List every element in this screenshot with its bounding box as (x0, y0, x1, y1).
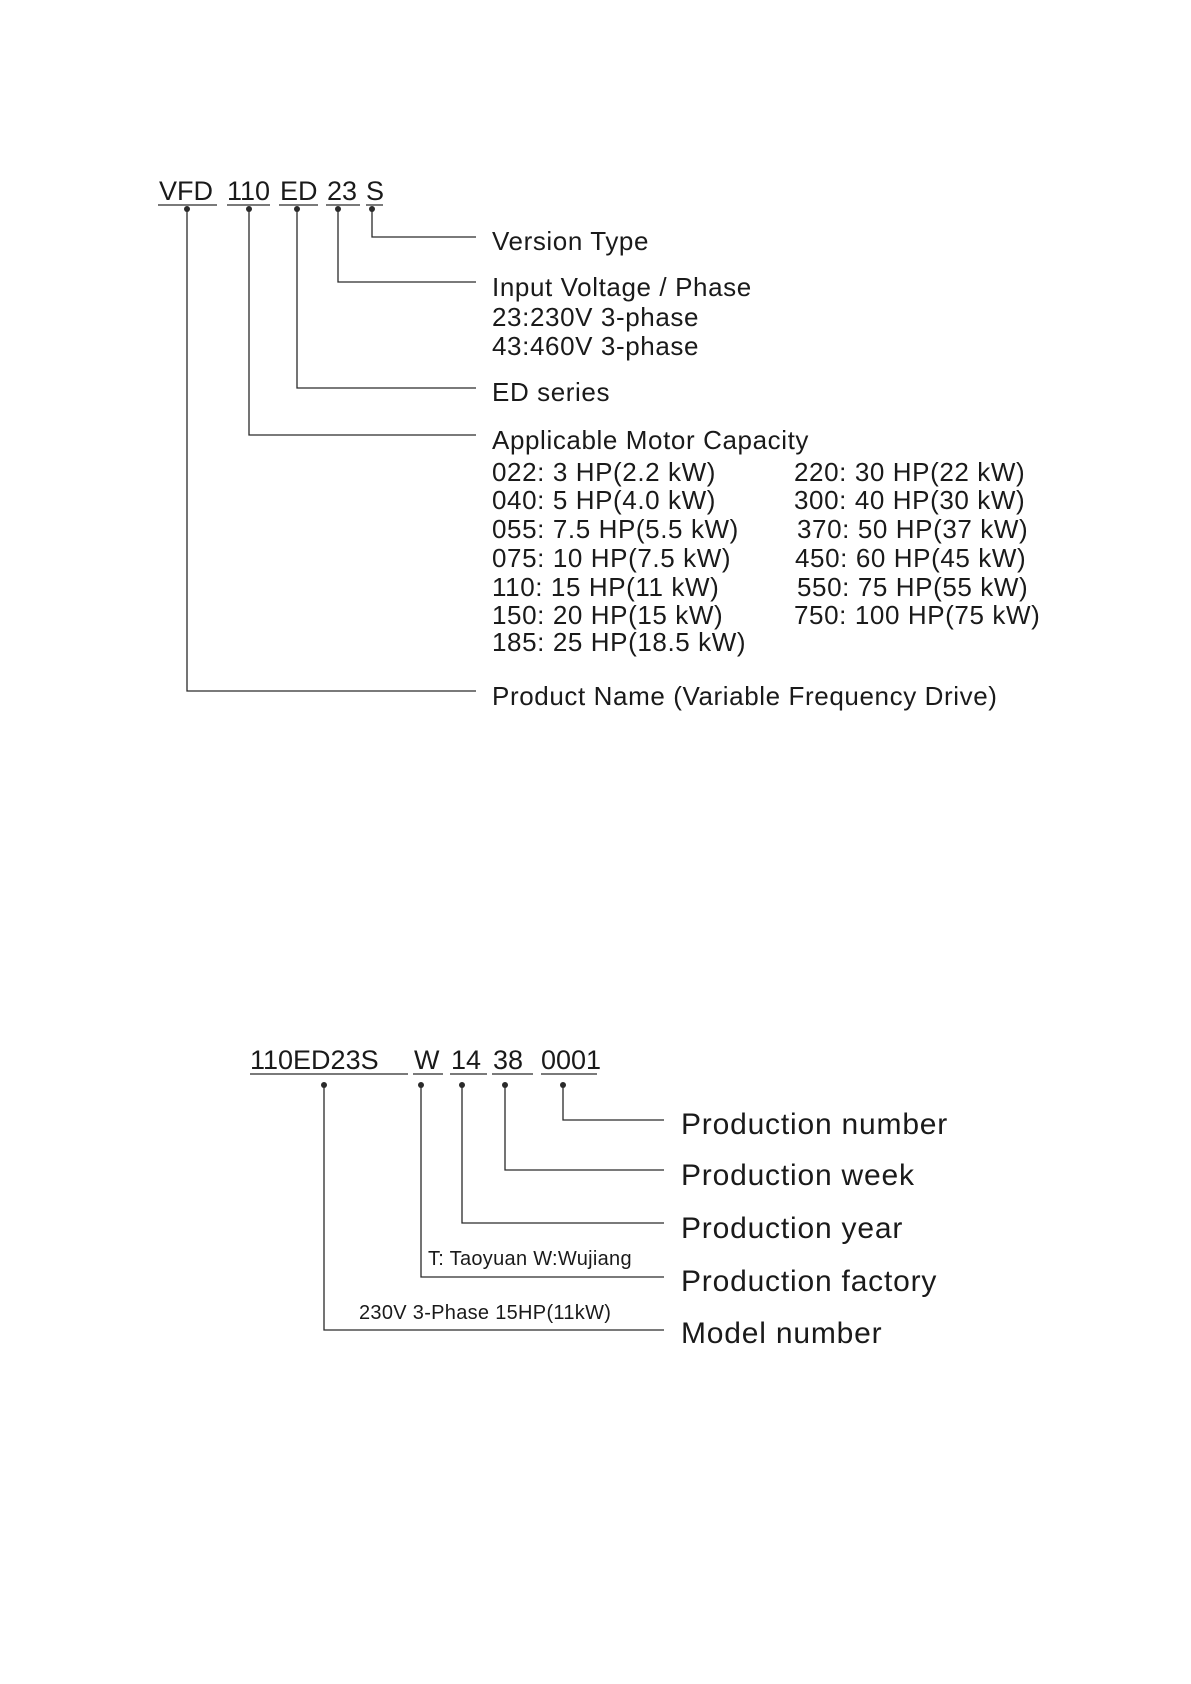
label-product-name: Product Name (Variable Frequency Drive) (492, 681, 998, 711)
leader-motor-capacity (248, 209, 476, 436)
code-segment-voltage: 23 (327, 176, 358, 206)
label-motor-capacity: Applicable Motor Capacity (492, 425, 810, 455)
capacity-option: 040: 5 HP(4.0 kW) (492, 485, 717, 515)
dot-ed (294, 206, 300, 212)
dot-model-part (321, 1082, 327, 1088)
leader-model-number (323, 1085, 664, 1331)
capacity-option: 075: 10 HP(7.5 kW) (492, 543, 732, 573)
dot-0001 (560, 1082, 566, 1088)
note-factory-codes: T: Taoyuan W:Wujiang (428, 1248, 632, 1270)
serial-segment-week: 38 (493, 1045, 524, 1075)
dot-23 (335, 206, 341, 212)
capacity-option: 185: 25 HP(18.5 kW) (492, 627, 747, 657)
dot-vfd (184, 206, 190, 212)
label-model-number: Model number (681, 1317, 883, 1350)
label-version-type: Version Type (492, 226, 650, 256)
code-segment-version: S (366, 176, 385, 206)
serial-segment-model: 110ED23S (250, 1045, 379, 1075)
label-production-factory: Production factory (681, 1265, 938, 1298)
label-production-week: Production week (681, 1159, 915, 1192)
leader-product-name (186, 209, 476, 692)
leader-version-type (371, 209, 476, 238)
leader-production-year (461, 1085, 664, 1224)
leader-series (296, 209, 476, 389)
capacity-option: 022: 3 HP(2.2 kW) (492, 457, 717, 487)
capacity-option: 150: 20 HP(15 kW) (492, 600, 724, 630)
note-model-spec: 230V 3-Phase 15HP(11kW) (359, 1302, 612, 1324)
leader-production-week (504, 1085, 664, 1171)
capacity-option: 220: 30 HP(22 kW) (794, 457, 1026, 487)
label-production-number: Production number (681, 1108, 949, 1141)
voltage-option: 23:230V 3-phase (492, 302, 700, 332)
dot-s (369, 206, 375, 212)
dot-14 (459, 1082, 465, 1088)
dot-110 (246, 206, 252, 212)
voltage-option: 43:460V 3-phase (492, 331, 700, 361)
capacity-option: 370: 50 HP(37 kW) (797, 514, 1029, 544)
label-series: ED series (492, 377, 611, 407)
serial-segment-factory: W (414, 1045, 440, 1075)
label-production-year: Production year (681, 1212, 904, 1245)
capacity-option: 750: 100 HP(75 kW) (794, 600, 1041, 630)
serial-segment-year: 14 (451, 1045, 482, 1075)
capacity-option: 550: 75 HP(55 kW) (797, 572, 1029, 602)
capacity-option: 450: 60 HP(45 kW) (795, 543, 1027, 573)
capacity-option: 055: 7.5 HP(5.5 kW) (492, 514, 739, 544)
dot-w (418, 1082, 424, 1088)
code-segment-vfd: VFD (159, 176, 213, 206)
leader-input-voltage (337, 209, 476, 283)
capacity-option: 300: 40 HP(30 kW) (794, 485, 1026, 515)
leader-production-number (562, 1085, 664, 1121)
serial-segment-number: 0001 (541, 1045, 602, 1075)
code-segment-capacity: 110 (227, 176, 271, 206)
dot-38 (502, 1082, 508, 1088)
code-segment-series: ED (280, 176, 318, 206)
capacity-option: 110: 15 HP(11 kW) (492, 572, 720, 602)
leader-production-factory (420, 1085, 664, 1278)
label-input-voltage: Input Voltage / Phase (492, 272, 752, 302)
